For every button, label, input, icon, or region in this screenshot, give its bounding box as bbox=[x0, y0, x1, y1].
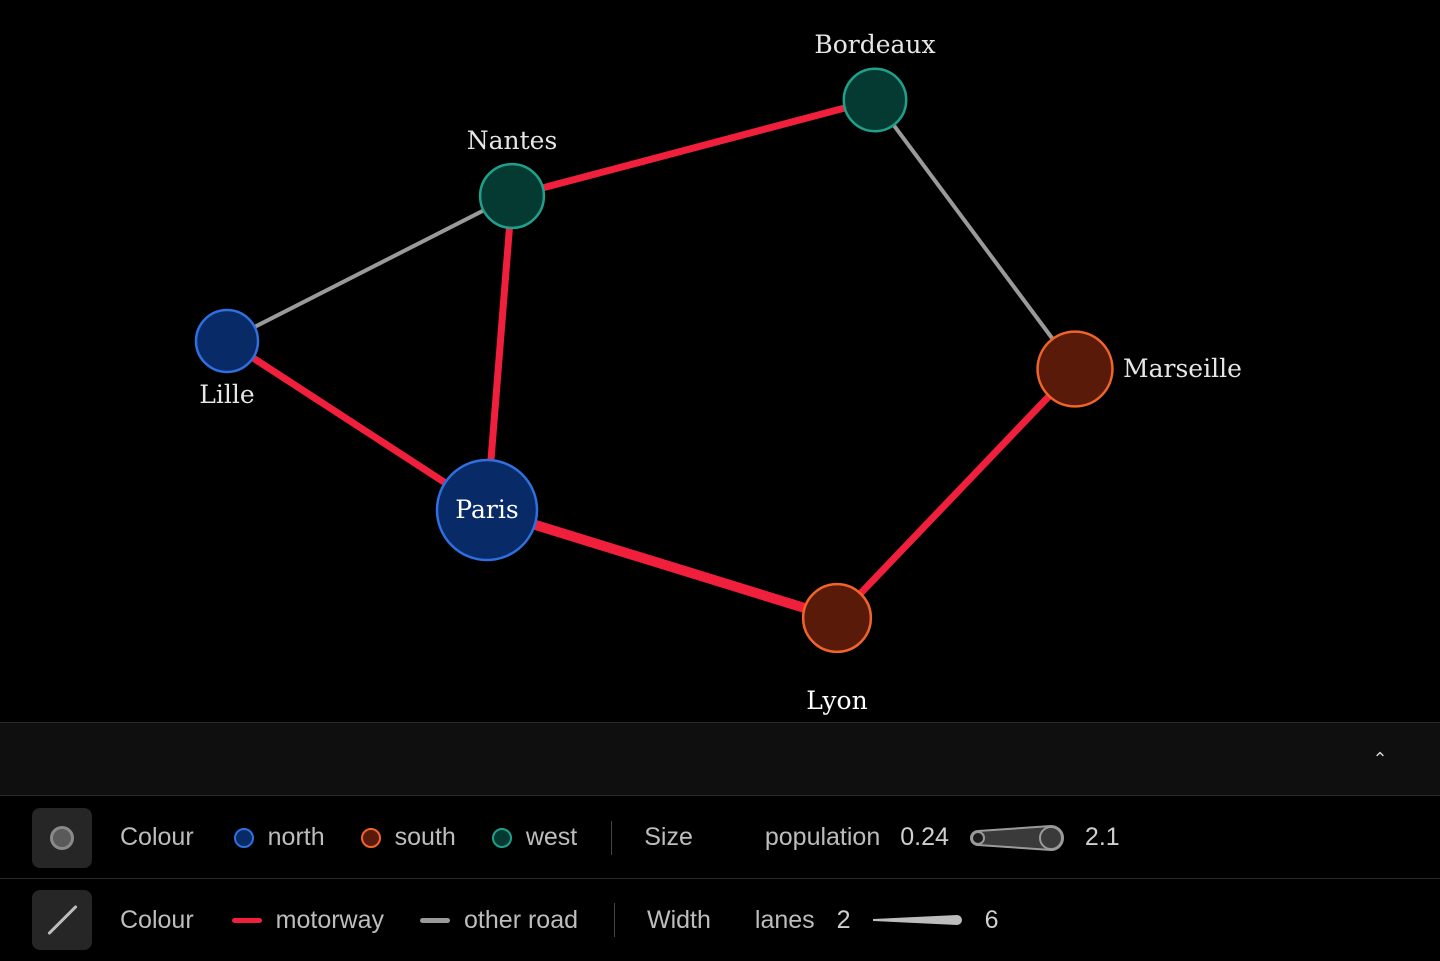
node-bordeaux[interactable] bbox=[842, 67, 908, 133]
node-label-bordeaux: Bordeaux bbox=[814, 30, 935, 59]
legend-item-label: motorway bbox=[275, 905, 385, 934]
west-swatch bbox=[491, 827, 512, 848]
edge-lyon-marseille[interactable] bbox=[834, 366, 1078, 621]
size-max-value: 2.1 bbox=[1084, 823, 1120, 851]
node-lyon[interactable] bbox=[801, 582, 873, 654]
edge-layer bbox=[225, 96, 1078, 623]
edge-kind-toggle[interactable] bbox=[32, 890, 92, 950]
other-road-swatch bbox=[420, 917, 451, 923]
line-icon bbox=[44, 902, 80, 938]
node-layer bbox=[194, 67, 1114, 654]
node-lille[interactable] bbox=[194, 308, 260, 374]
legend-item-label: north bbox=[267, 823, 325, 851]
circle-icon bbox=[50, 825, 74, 850]
edge-paris-lyon[interactable] bbox=[485, 505, 839, 623]
edge-width-label: Width bbox=[647, 905, 711, 934]
edge-paris-nantes[interactable] bbox=[483, 195, 516, 511]
edge-colour-label: Colour bbox=[120, 905, 194, 934]
node-label-lyon: Lyon bbox=[806, 686, 867, 715]
size-field-label: population bbox=[764, 823, 881, 851]
divider bbox=[614, 903, 615, 937]
node-kind-toggle[interactable] bbox=[32, 807, 92, 868]
node-nantes[interactable] bbox=[478, 162, 546, 230]
node-legend-row: Colour north south west Size population … bbox=[0, 797, 1440, 879]
chevron-up-icon[interactable]: ⌃ bbox=[1372, 749, 1388, 769]
edge-bordeaux-marseille[interactable] bbox=[873, 98, 1077, 371]
width-scale-glyph bbox=[872, 915, 962, 925]
size-min-value: 0.24 bbox=[900, 823, 949, 851]
width-max-value: 6 bbox=[984, 905, 999, 934]
legend-item-label: south bbox=[394, 823, 456, 851]
legend-item-label: west bbox=[525, 823, 578, 851]
node-label-lille: Lille bbox=[199, 380, 254, 409]
node-paris[interactable] bbox=[435, 458, 539, 562]
size-scale-glyph bbox=[969, 824, 1064, 851]
node-colour-label: Colour bbox=[120, 823, 194, 851]
divider bbox=[611, 820, 613, 855]
edge-legend-row: Colour motorway other road Width lanes 2… bbox=[0, 879, 1440, 961]
edge-paris-lille[interactable] bbox=[225, 338, 489, 513]
legend-item-motorway[interactable]: motorway bbox=[231, 905, 385, 935]
width-field-label: lanes bbox=[754, 905, 815, 934]
edge-lille-nantes[interactable] bbox=[226, 194, 513, 343]
legend-item-other-road[interactable]: other road bbox=[420, 906, 578, 935]
edge-nantes-bordeaux[interactable] bbox=[511, 96, 876, 200]
node-marseille[interactable] bbox=[1036, 330, 1114, 408]
legend-item-south[interactable]: south bbox=[360, 823, 456, 852]
node-label-nantes: Nantes bbox=[467, 126, 558, 155]
north-swatch bbox=[233, 827, 254, 848]
legend-item-west[interactable]: west bbox=[491, 823, 578, 852]
width-min-value: 2 bbox=[836, 905, 851, 934]
node-size-label: Size bbox=[644, 823, 693, 851]
node-label-marseille: Marseille bbox=[1123, 354, 1242, 383]
legend-panel-header: ⌃ bbox=[0, 722, 1440, 796]
motorway-swatch bbox=[231, 917, 262, 923]
node-label-paris: Paris bbox=[455, 495, 518, 524]
legend-item-label: other road bbox=[464, 905, 578, 934]
south-swatch bbox=[360, 827, 381, 848]
legend-item-north[interactable]: north bbox=[233, 823, 325, 852]
